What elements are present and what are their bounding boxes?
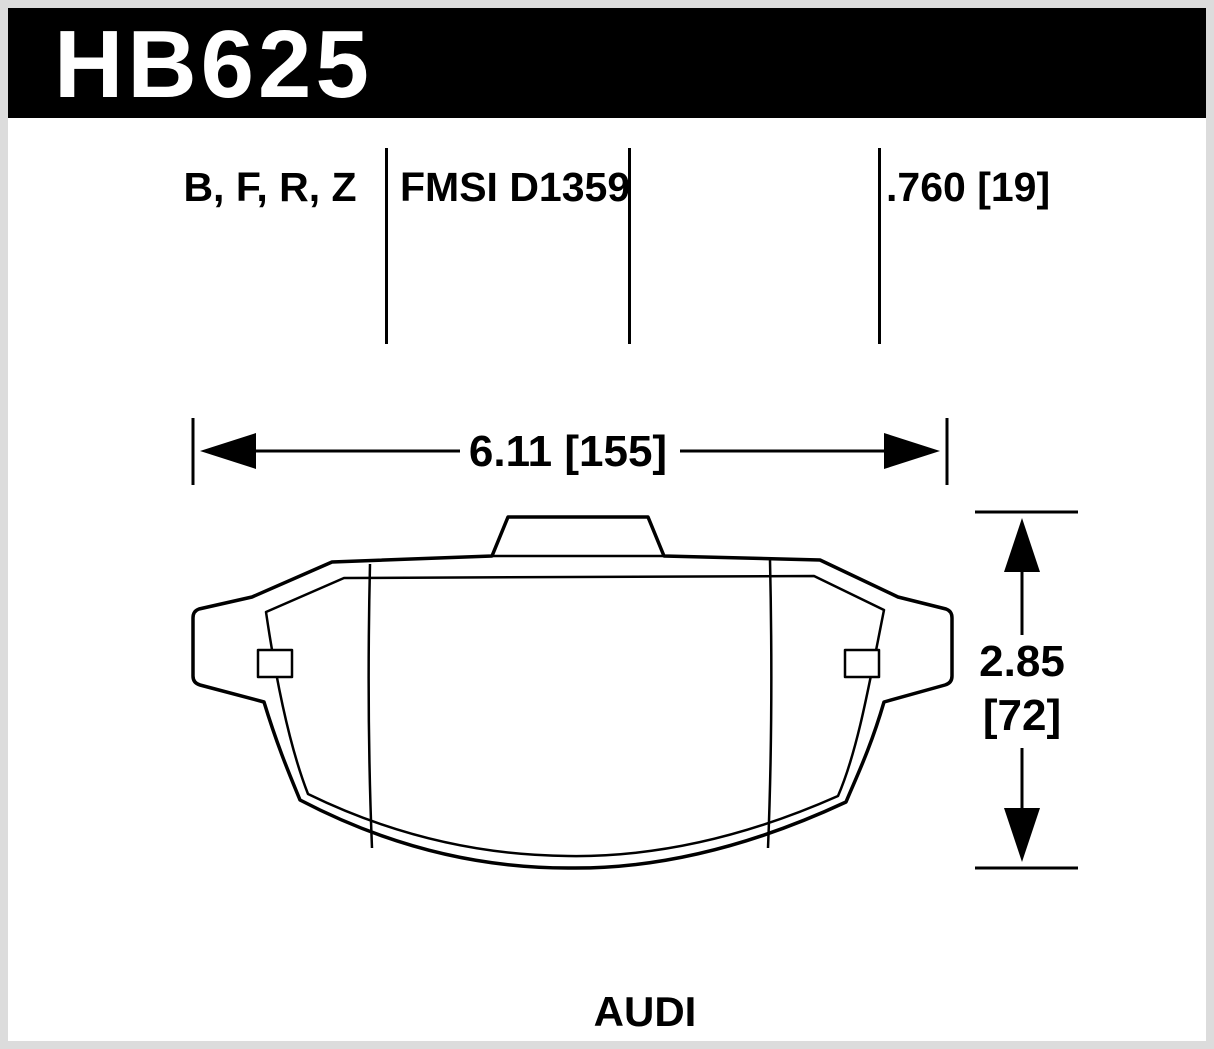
width-arrow-left-icon	[200, 433, 256, 469]
pad-outer-outline	[191, 515, 954, 870]
height-dimension-mm: [72]	[983, 691, 1061, 740]
width-dimension	[191, 418, 949, 485]
pad-inner-outline	[264, 574, 886, 858]
pad-right-edge-line	[766, 559, 773, 849]
vehicle-label: AUDI	[594, 988, 697, 1035]
content-area: B, F, R, Z FMSI D1359 .760 [19] 6.11 [15…	[8, 118, 1206, 1041]
right-abutment-notch	[843, 648, 881, 679]
header-bar: HB625	[8, 8, 1206, 118]
width-arrow-right-icon	[884, 433, 940, 469]
compound-codes: B, F, R, Z	[183, 164, 357, 210]
width-dimension-label: 6.11 [155]	[469, 427, 667, 476]
spec-divider-2	[628, 148, 631, 344]
spec-divider-3	[878, 148, 881, 344]
left-abutment-notch	[256, 648, 294, 679]
height-arrow-up-icon	[1004, 518, 1040, 572]
brake-pad-diagram: 6.11 [155] 2.85 [	[191, 418, 1078, 1035]
height-dimension-inches: 2.85	[979, 637, 1065, 686]
part-number: HB625	[54, 11, 373, 118]
pad-thickness: .760 [19]	[886, 164, 1051, 210]
pad-left-edge-line	[367, 563, 374, 849]
spec-divider-1	[385, 148, 388, 344]
spec-row: B, F, R, Z FMSI D1359 .760 [19]	[8, 118, 1206, 350]
fmsi-number: FMSI D1359	[400, 164, 631, 210]
height-arrow-down-icon	[1004, 808, 1040, 862]
